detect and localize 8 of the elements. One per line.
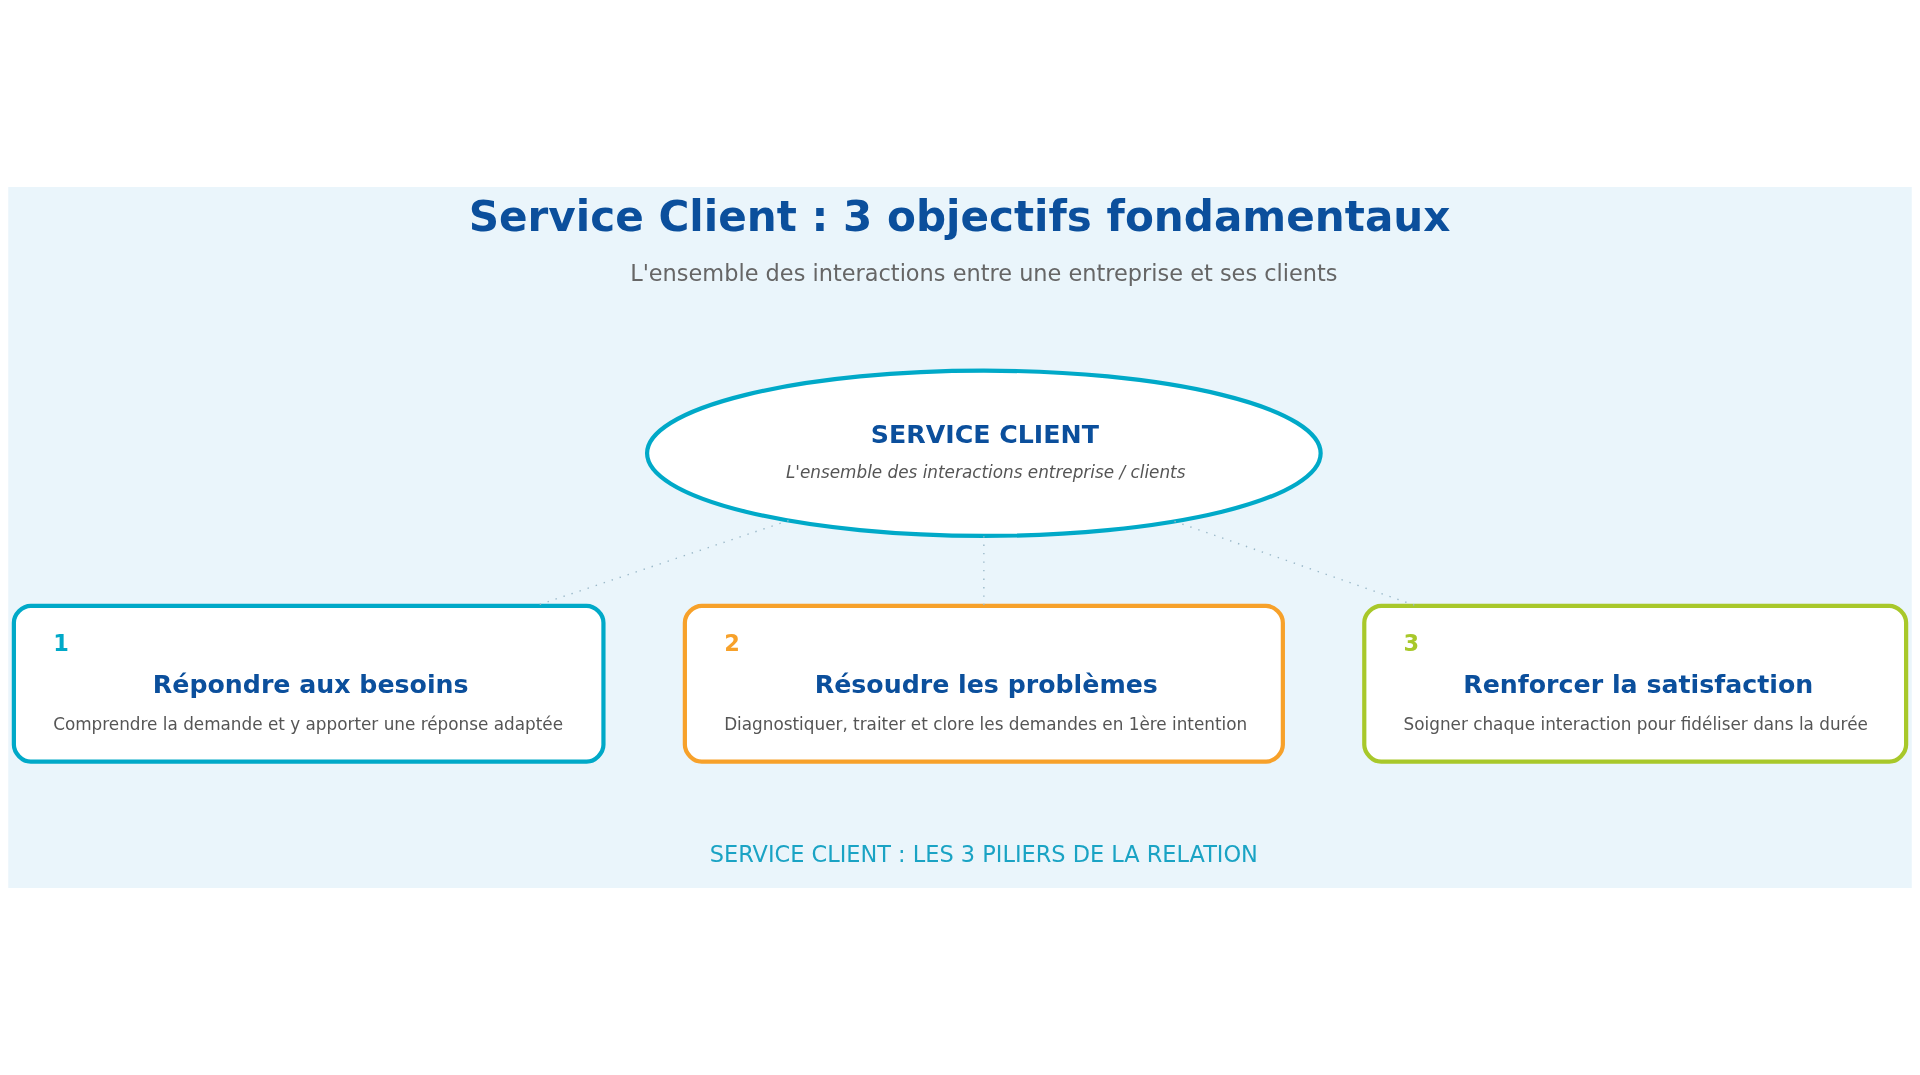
node-ellipse: SERVICE CLIENT L'ensemble des interactions entreprise / clients bbox=[644, 368, 1323, 539]
label: L'ensemble des interactions entre une entreprise et ses clients bbox=[630, 259, 1338, 286]
node-box: 3 Renforcer la satisfaction Soigner chaque interaction pour fidéliser dans la durée bbox=[1362, 603, 1909, 764]
diagram-title: Service Client : 3 objectifs fondamentaux bbox=[468, 191, 1451, 241]
label: SERVICE CLIENT : LES 3 PILIERS DE LA RELATION bbox=[709, 841, 1258, 868]
node-box: 2 Résoudre les problèmes Diagnostiquer, traiter et clore les demandes en 1ère intention bbox=[682, 603, 1285, 764]
connector bbox=[1173, 520, 1417, 607]
node-box: 1 Répondre aux besoins Comprendre la demande et y apporter une réponse adaptée bbox=[11, 603, 606, 764]
